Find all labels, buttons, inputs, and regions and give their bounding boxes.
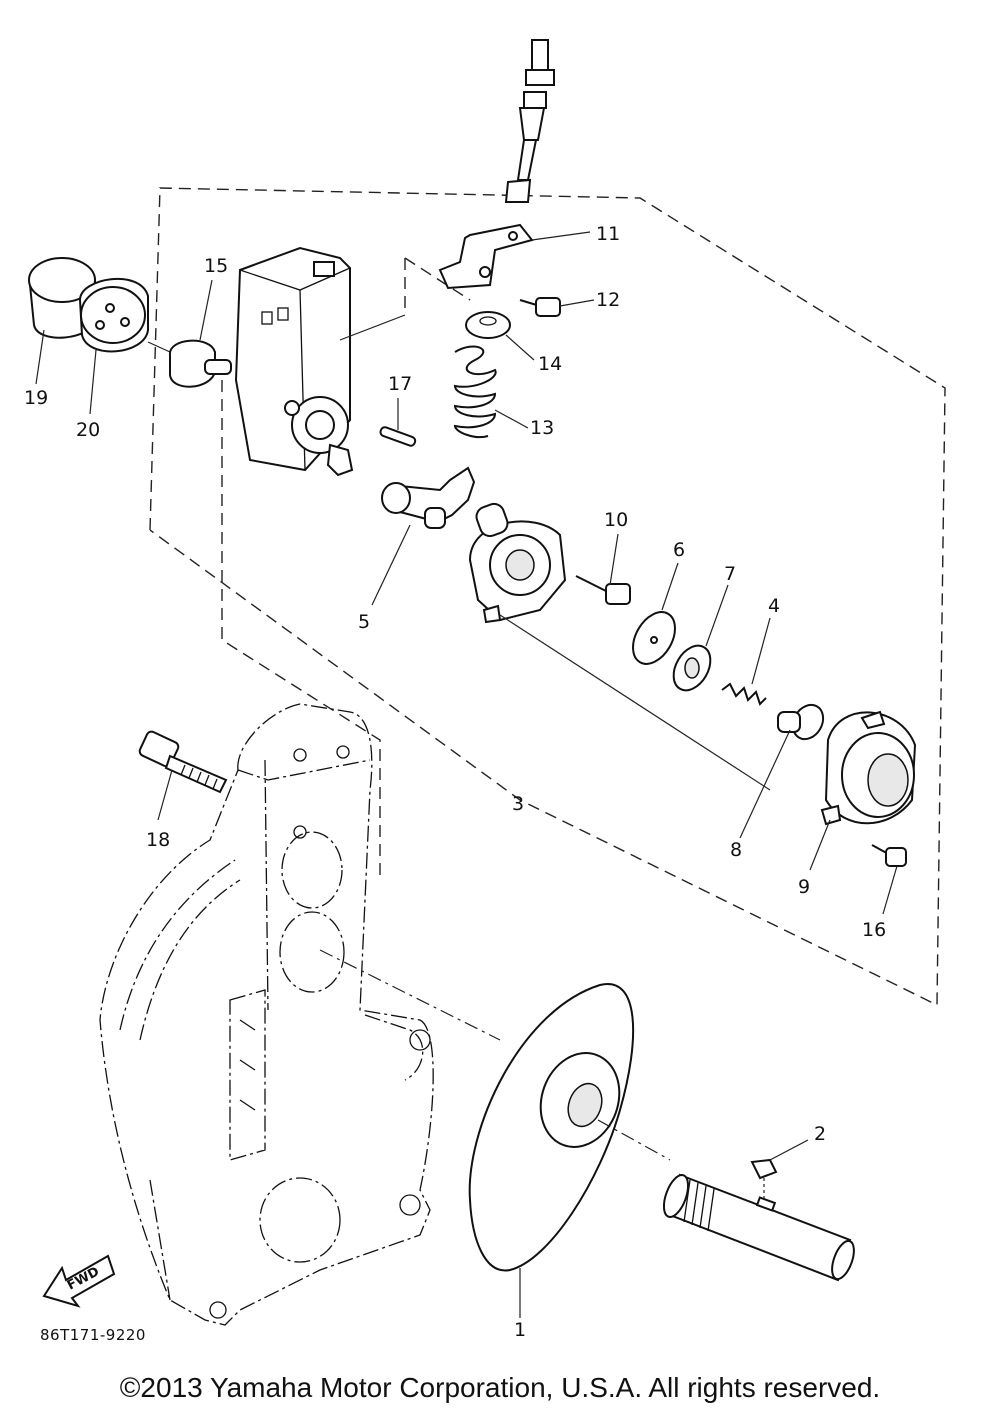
callout-10: 10 — [604, 509, 628, 531]
callout-20: 20 — [76, 419, 100, 441]
part-6-washer — [632, 611, 676, 665]
part-5-lever-shaft — [381, 466, 476, 529]
callout-15: 15 — [204, 255, 228, 277]
callout-7: 7 — [724, 563, 736, 585]
fwd-arrow-icon — [42, 1254, 116, 1308]
copyright-notice: ©2013 Yamaha Motor Corporation, U.S.A. A… — [119, 1372, 881, 1403]
part-17-pin — [379, 426, 417, 447]
part-20-collar — [78, 277, 149, 353]
part-10-bolt — [575, 575, 631, 605]
part-18-flange-bolt — [138, 730, 228, 794]
part-1-sheave — [468, 982, 635, 1272]
governor-cover — [468, 502, 567, 624]
drawing-code: 86T171-9220 — [40, 1326, 146, 1344]
part-14-spring-seat — [465, 311, 511, 339]
part-8-spacer — [777, 703, 825, 741]
governor-housing — [234, 246, 354, 477]
callout-6: 6 — [673, 539, 685, 561]
callout-17: 17 — [388, 373, 412, 395]
part-2-key — [750, 1158, 778, 1180]
callout-18: 18 — [146, 829, 170, 851]
callout-3: 3 — [512, 793, 524, 815]
callout-9: 9 — [798, 876, 810, 898]
part-4-small-spring — [721, 682, 767, 706]
part-11-bracket — [438, 223, 534, 290]
callout-2: 2 — [814, 1123, 826, 1145]
part-12-screw — [519, 297, 561, 317]
callout-4: 4 — [768, 595, 780, 617]
cable-plunger — [504, 39, 555, 203]
part-13-spring — [453, 345, 497, 438]
callout-14: 14 — [538, 353, 562, 375]
part-7-collar — [672, 644, 712, 692]
callout-11: 11 — [596, 223, 620, 245]
assembly-boundary-3 — [149, 187, 946, 1007]
part-16-bolt — [871, 844, 907, 867]
callout-13: 13 — [530, 417, 554, 439]
drive-shaft — [662, 1173, 855, 1282]
part-9-end-cover — [820, 710, 917, 826]
callout-19: 19 — [24, 387, 48, 409]
callout-8: 8 — [730, 839, 742, 861]
main-case — [99, 703, 434, 1326]
part-15-cap-pin — [169, 339, 232, 388]
callout-12: 12 — [596, 289, 620, 311]
callout-1: 1 — [514, 1319, 526, 1341]
callout-5: 5 — [358, 611, 370, 633]
callout-16: 16 — [862, 919, 886, 941]
